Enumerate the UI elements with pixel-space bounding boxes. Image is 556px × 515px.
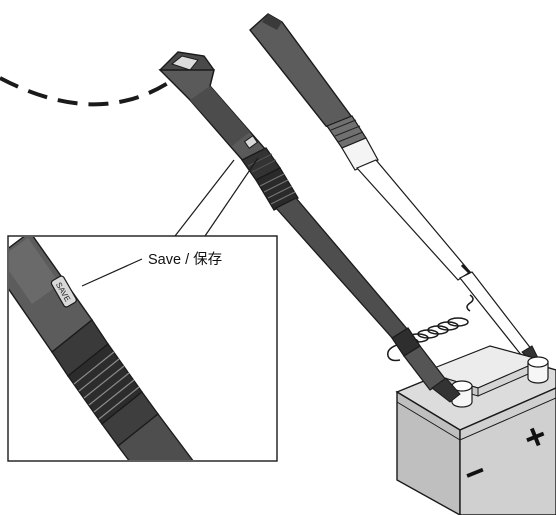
callout-zoomed-probe: SAVE [9, 237, 194, 460]
callout-box: SAVE Save / 保存 [7, 235, 278, 462]
callout-leader-right [204, 157, 259, 237]
main-probe [158, 51, 461, 403]
secondary-probe [249, 13, 541, 365]
callout-label-leader [81, 258, 143, 287]
probe-display-window [170, 55, 199, 71]
positive-terminal [527, 356, 549, 384]
probe-save-button[interactable] [243, 135, 259, 149]
car-battery: − + [395, 345, 556, 515]
callout-label: Save / 保存 [148, 251, 222, 268]
dashed-cable-curve [0, 76, 170, 107]
callout-leader-left [174, 159, 235, 237]
